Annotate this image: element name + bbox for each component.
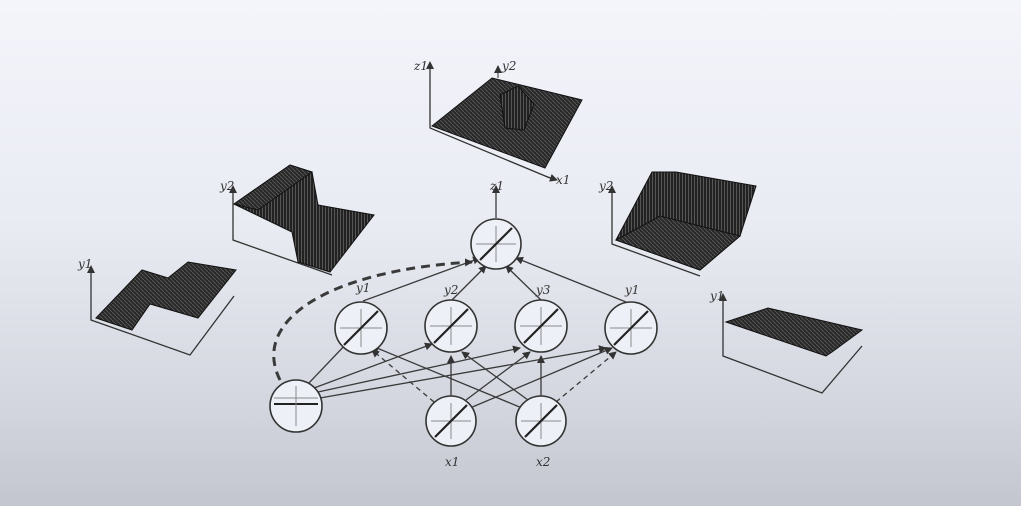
right-upper-axes: [611, 190, 701, 277]
left-upper-surface-plot: y2: [219, 164, 375, 276]
edge-bias-h3: [317, 345, 521, 393]
edge-x2-h1: [371, 344, 523, 409]
input-node-x1-label: x1: [445, 455, 459, 469]
edge-x2-h4: [555, 351, 617, 403]
sigmoid-icon: [479, 227, 513, 261]
right-lower-surface-plot: y1: [709, 289, 864, 394]
input-node-x2-label: x2: [536, 455, 550, 469]
sigmoid-icon: [343, 310, 379, 346]
right-lower-axes: [722, 300, 863, 394]
edge-x1-h3: [465, 351, 531, 401]
output-node: [470, 218, 522, 270]
left-upper-mesh: [233, 164, 375, 273]
output-node-label: z1: [489, 179, 504, 193]
edge-h2-out: [451, 265, 487, 301]
input-node-x2: [515, 395, 567, 447]
left-upper-axis-label: y2: [219, 179, 234, 193]
left-upper-axes: [232, 190, 333, 276]
edge-h1-out: [362, 256, 481, 302]
hidden-node-2: [424, 299, 478, 353]
left-lower-surface-plot: y1: [77, 257, 237, 356]
sigmoid-icon: [433, 308, 469, 344]
left-lower-axes: [90, 272, 235, 356]
hidden-node-1: [334, 301, 388, 355]
edge-h4-out: [515, 256, 627, 303]
top-surface-x-label: x1: [556, 173, 570, 187]
right-lower-axis-label: y1: [709, 289, 724, 303]
sigmoid-icon: [523, 308, 559, 344]
input-node-x1: [425, 395, 477, 447]
network-nodes: z1 y1 y2 y3 y1: [269, 179, 658, 469]
top-surface-axes: [429, 68, 551, 179]
edge-bias-h1: [307, 341, 349, 385]
right-lower-mesh: [724, 307, 864, 357]
edge-bias-h2: [313, 342, 433, 389]
linear-icon: [524, 404, 558, 438]
edge-h3-out: [505, 265, 542, 301]
top-surface-x-arrow: [544, 173, 558, 182]
edge-bias-out: [272, 258, 473, 381]
network-connections: [272, 185, 627, 409]
hidden-node-1-label: y1: [355, 281, 370, 295]
top-surface-z-label: z1: [413, 59, 428, 73]
left-lower-mesh: [95, 261, 237, 331]
top-surface-plot: z1 y2 x1: [413, 59, 583, 187]
edge-x1-h1: [371, 349, 435, 403]
right-upper-surface-plot: y2: [598, 171, 757, 277]
bias-node: [269, 379, 323, 433]
hidden-node-4: [604, 301, 658, 355]
edge-bias-h4: [319, 345, 607, 399]
left-upper-top-plane: [232, 164, 314, 211]
top-surface-y-label: y2: [501, 59, 516, 73]
top-surface-peak: [499, 85, 535, 131]
linear-icon: [434, 404, 468, 438]
sigmoid-icon: [613, 310, 649, 346]
right-upper-floor: [614, 215, 742, 271]
hidden-node-4-label: y1: [624, 283, 639, 297]
hidden-node-3: [514, 299, 568, 353]
hidden-node-2-label: y2: [443, 283, 458, 297]
left-lower-axis-label: y1: [77, 257, 92, 271]
right-upper-axis-label: y2: [598, 179, 613, 193]
edge-x2-h2: [461, 351, 529, 401]
hidden-node-3-label: y3: [535, 283, 551, 297]
